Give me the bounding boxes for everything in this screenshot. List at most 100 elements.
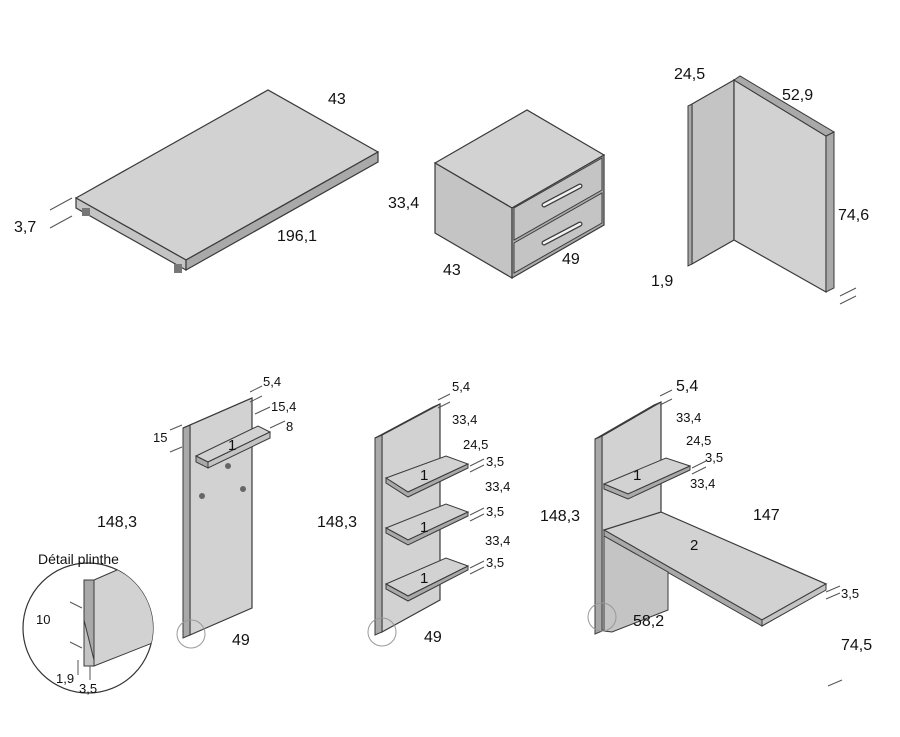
corner-panel-left-wing — [691, 78, 735, 266]
unit-c-panel-top — [594, 401, 662, 440]
unit-c-height-label: 148,3 — [540, 508, 580, 525]
unit-c-desk-side — [761, 583, 827, 627]
corner-thickness-label: 1,9 — [651, 273, 673, 290]
unit-b-shelf-2-number: 1 — [420, 519, 428, 536]
unit-c-desk-length-label: 147 — [753, 507, 780, 524]
unit-a-top-gap-label: 15 — [153, 430, 167, 445]
unit-b-leader-top-1 — [437, 393, 451, 401]
unit-c-desk-number: 2 — [690, 537, 698, 554]
unit-c-desk-panel — [587, 389, 843, 687]
unit-b-leader-s1b — [469, 464, 485, 473]
unit-b-shelf-2-front — [385, 511, 469, 546]
plinth-height-label: 10 — [36, 612, 50, 627]
unit-a-shelf-number: 1 — [228, 437, 236, 454]
unit-a-leader-left-1 — [169, 424, 183, 431]
unit-b-shelf-2-thickness-label: 3,5 — [486, 504, 504, 519]
unit-b-shelf-1-thickness-label: 3,5 — [486, 454, 504, 469]
nightstand-height-label: 33,4 — [388, 195, 419, 212]
unit-c-leader-height — [827, 679, 843, 687]
bed-leader-2 — [49, 215, 73, 229]
corner-panel-top-edge — [733, 75, 836, 137]
bed-thickness-label: 3,7 — [14, 219, 36, 236]
unit-b-shelf-depth-label: 24,5 — [463, 437, 488, 452]
bed-frame — [49, 89, 380, 273]
unit-c-leg — [603, 535, 669, 633]
nightstand — [433, 109, 606, 280]
unit-a-panel-top — [182, 397, 253, 429]
plinth-thickness-a-label: 1,9 — [56, 671, 74, 686]
drawer-handle-bottom-inner — [542, 222, 582, 245]
unit-c-leader-desk-1 — [825, 585, 841, 593]
plinth-detail-title: Détail plinthe — [38, 551, 119, 567]
unit-b-leader-s3b — [469, 566, 485, 575]
unit-b-shelf-panel — [367, 393, 485, 647]
bed-width-label: 43 — [328, 91, 346, 108]
unit-b-panel-side — [374, 434, 383, 636]
unit-a-shelf-lip — [195, 455, 209, 469]
corner-width-label: 52,9 — [782, 87, 813, 104]
corner-depth-label: 24,5 — [674, 66, 705, 83]
corner-panel — [687, 75, 857, 305]
unit-a-leader-left-2 — [169, 446, 183, 453]
unit-b-shelf-1-number: 1 — [420, 467, 428, 484]
nightstand-width-label: 49 — [562, 251, 580, 268]
bed-side-edge — [185, 150, 379, 272]
unit-a-shelf-width-label: 15,4 — [271, 399, 296, 414]
unit-c-detail-circle — [587, 602, 617, 632]
unit-c-shelf-thickness-label: 3,5 — [705, 450, 723, 465]
corner-panel-right-edge — [825, 131, 835, 293]
unit-c-shelf-depth-label: 24,5 — [686, 433, 711, 448]
corner-panel-right-wing — [733, 78, 827, 294]
corner-panel-left-edge — [687, 103, 693, 267]
unit-b-shelf-3-number: 1 — [420, 570, 428, 587]
unit-b-shelf-3-front — [385, 565, 469, 602]
unit-a-leader-top-2 — [249, 395, 263, 403]
unit-c-depth-label: 58,2 — [633, 613, 664, 630]
unit-a-width-label: 49 — [232, 632, 250, 649]
unit-a-top-thickness-label: 5,4 — [263, 374, 281, 389]
plinth-thickness-b-label: 3,5 — [79, 681, 97, 696]
unit-b-panel-top — [374, 403, 441, 439]
bed-leader-1 — [49, 197, 73, 211]
unit-a-height-label: 148,3 — [97, 514, 137, 531]
unit-c-leader-shelf-1 — [691, 460, 707, 469]
corner-leader-1 — [839, 287, 857, 297]
unit-a-hook-1 — [225, 463, 231, 469]
unit-c-spacing-top-label: 33,4 — [676, 410, 701, 425]
unit-b-leader-s1 — [469, 458, 485, 467]
unit-c-spacing-label: 33,4 — [690, 476, 715, 491]
unit-b-spacing-1-label: 33,4 — [485, 479, 510, 494]
unit-a-panel-side — [182, 424, 191, 639]
unit-b-width-label: 49 — [424, 629, 442, 646]
drawer-handle-top-inner — [542, 184, 582, 207]
corner-height-label: 74,6 — [838, 207, 869, 224]
unit-c-leader-desk-2 — [825, 592, 841, 600]
unit-c-shelf-number: 1 — [633, 467, 641, 484]
unit-a-shelf-height-label: 8 — [286, 419, 293, 434]
unit-c-leader-shelf-2 — [691, 466, 707, 475]
unit-a-coat-panel — [169, 385, 286, 649]
unit-b-leader-s2b — [469, 513, 485, 522]
bed-foot-left — [82, 208, 90, 216]
unit-b-spacing-top-label: 33,4 — [452, 412, 477, 427]
unit-c-top-thickness-label: 5,4 — [676, 378, 698, 395]
nightstand-depth-label: 43 — [443, 262, 461, 279]
plinth-notch — [83, 619, 95, 667]
corner-leader-2 — [839, 295, 857, 305]
unit-b-top-thickness-label: 5,4 — [452, 379, 470, 394]
unit-c-leader-top-1 — [659, 389, 673, 397]
unit-b-shelf-3-thickness-label: 3,5 — [486, 555, 504, 570]
bed-top — [74, 89, 380, 261]
unit-b-height-label: 148,3 — [317, 514, 357, 531]
unit-c-shelf-front — [603, 465, 691, 500]
bed-foot-right — [174, 264, 182, 273]
unit-a-leader-shelf-2 — [269, 420, 286, 429]
unit-a-hook-3 — [240, 486, 246, 492]
plinth-leader-top — [69, 601, 83, 609]
unit-b-detail-circle — [367, 617, 397, 647]
plinth-leader-bottom — [69, 641, 83, 649]
unit-a-hook-2 — [199, 493, 205, 499]
unit-b-leader-top-2 — [437, 401, 451, 409]
